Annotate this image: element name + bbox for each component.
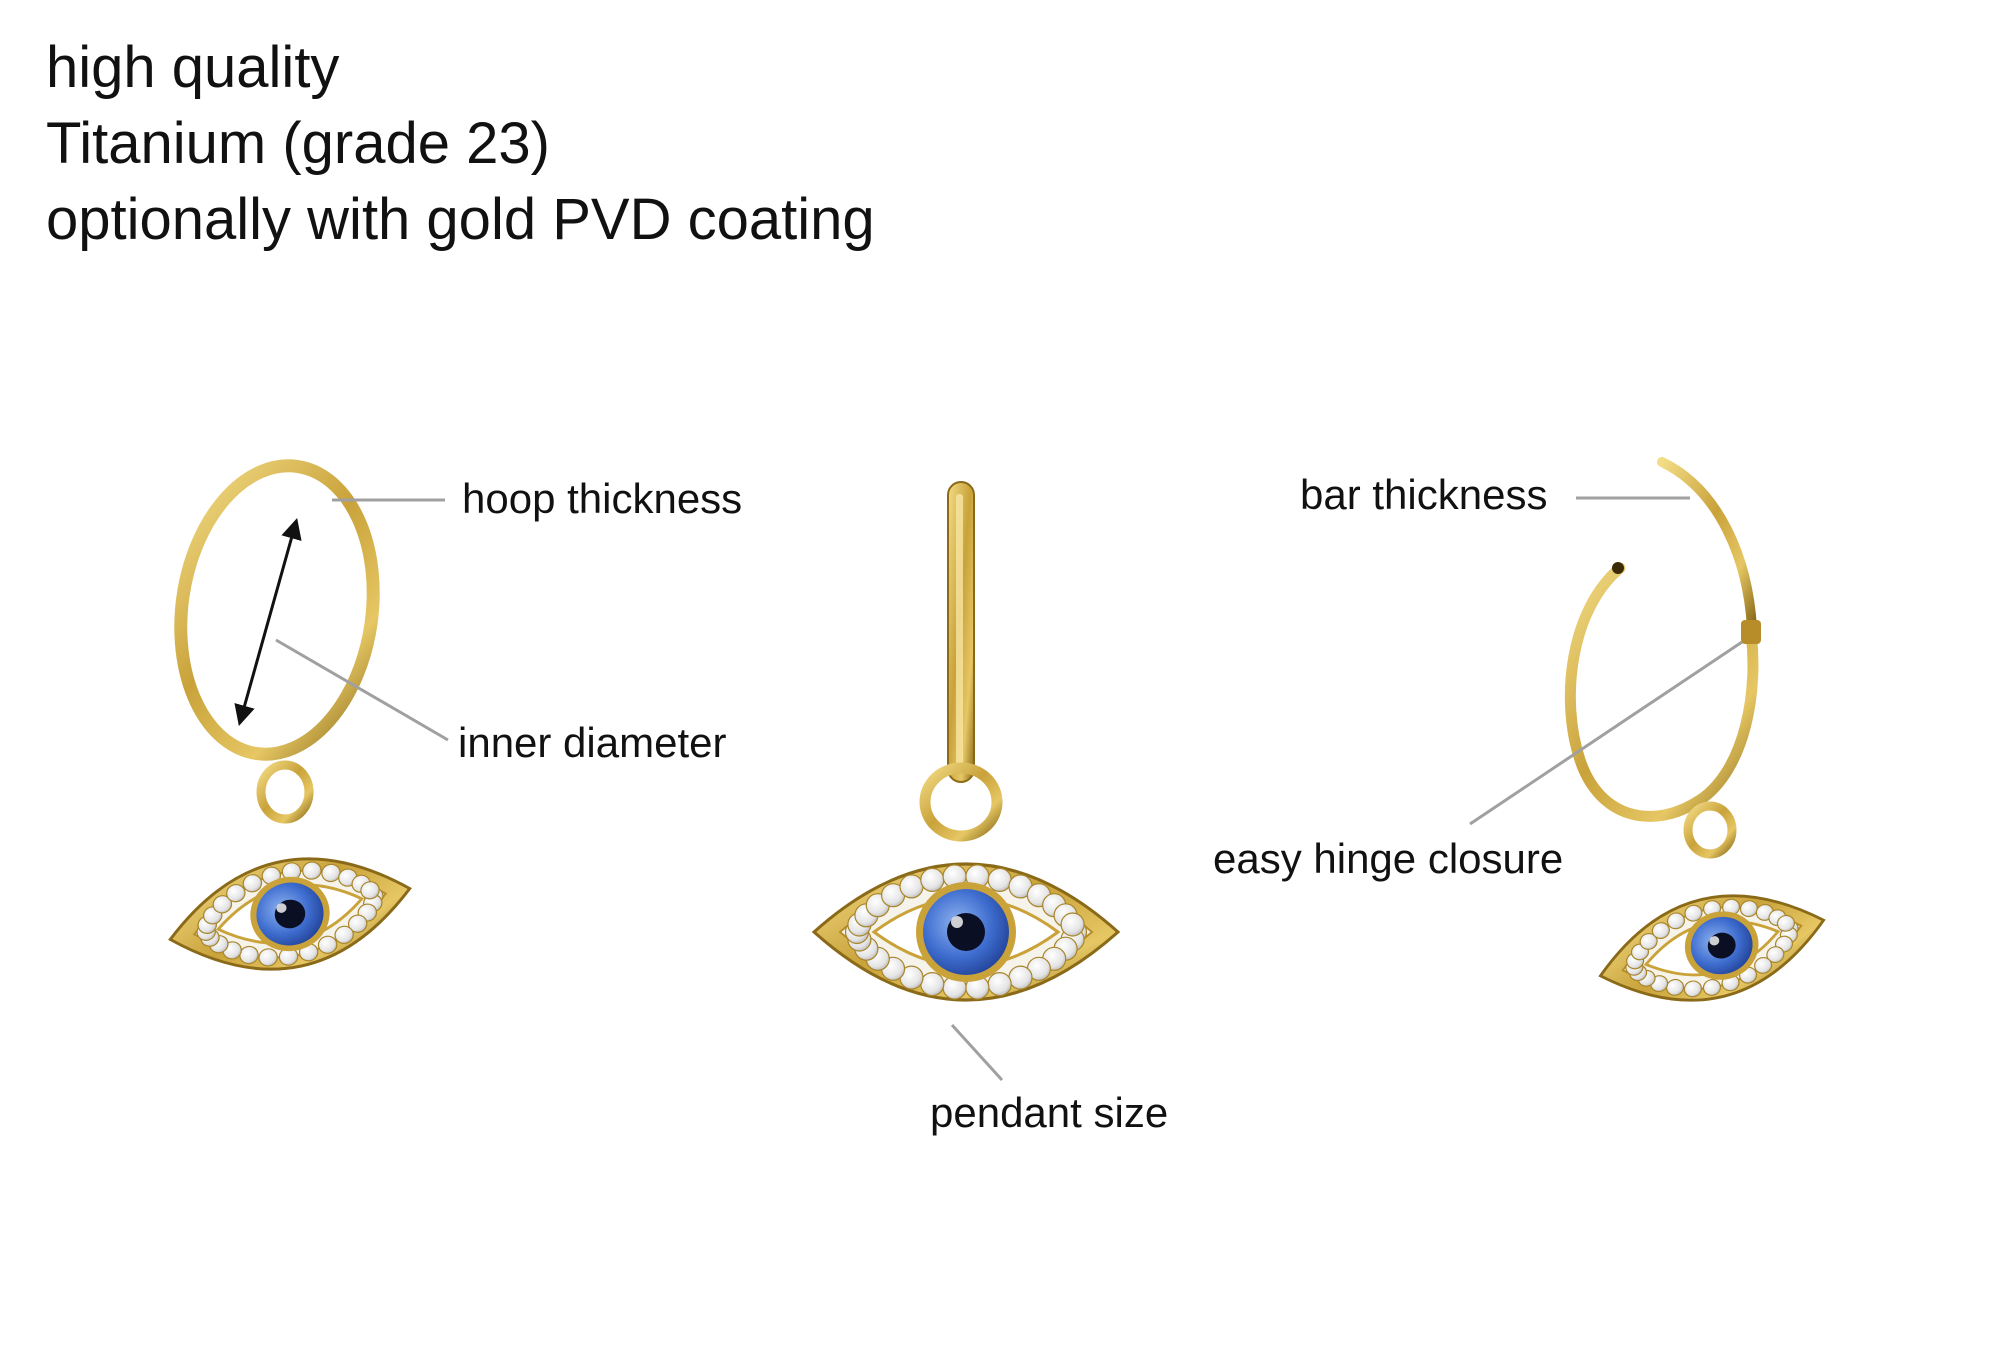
- crystal-stone: [920, 867, 945, 893]
- crystal-stone: [1683, 980, 1702, 998]
- leader-pendant-size: [950, 1023, 1004, 1082]
- left-eye-pendant: [168, 857, 412, 971]
- crystal-stone: [302, 861, 322, 880]
- leader-inner-diameter: [275, 638, 449, 742]
- left-hoop: [174, 459, 380, 761]
- heading-block: high quality Titanium (grade 23) optiona…: [46, 30, 875, 258]
- left-earring: [168, 459, 412, 971]
- crystal-stone: [1739, 900, 1759, 918]
- label-easy-hinge-closure: easy hinge closure: [1213, 835, 1564, 882]
- crystal-stone: [1666, 912, 1686, 930]
- crystal-stone: [317, 935, 338, 954]
- crystal-stone: [212, 895, 233, 914]
- crystal-stone: [321, 863, 341, 883]
- label-bar-thickness: bar thickness: [1300, 471, 1548, 518]
- crystal-stone: [920, 971, 945, 997]
- left-jump-ring: [256, 760, 314, 824]
- right-earring: [1564, 457, 1826, 1002]
- right-eye-pendant: [1598, 894, 1826, 1002]
- crystal-stone: [226, 884, 246, 903]
- label-hoop-thickness: hoop thickness: [462, 475, 743, 522]
- crystal-stone: [1060, 912, 1085, 937]
- heading-line-material: Titanium (grade 23): [46, 111, 550, 176]
- crystal-stone: [334, 925, 354, 944]
- crystal-stone: [1684, 904, 1703, 922]
- crystal-stone: [987, 971, 1012, 997]
- leader-lines: [275, 496, 1743, 1082]
- crystal-stone: [987, 867, 1012, 893]
- leader-easy-hinge: [1469, 640, 1743, 826]
- heading-line-coating: optionally with gold PVD coating: [46, 187, 875, 252]
- middle-eye-pendant: [811, 862, 1121, 1002]
- crystal-stone: [242, 874, 263, 893]
- crystal-stone: [347, 914, 368, 933]
- right-jump-ring: [1683, 801, 1737, 859]
- middle-jump-ring: [919, 762, 1003, 842]
- crystal-stone: [239, 945, 259, 965]
- crystal-stone: [1665, 978, 1685, 996]
- label-inner-diameter: inner diameter: [458, 719, 727, 766]
- crystal-stone: [899, 874, 924, 899]
- label-pendant-size: pendant size: [930, 1089, 1169, 1136]
- crystal-stone: [1639, 933, 1658, 950]
- crystal-stone: [1702, 979, 1722, 996]
- crystal-stone: [360, 881, 380, 900]
- crystal-stone: [1651, 922, 1670, 940]
- right-hinge-bar: [1657, 457, 1757, 633]
- heading-line-quality: high quality: [46, 35, 340, 100]
- inner-diameter-arrow: [234, 517, 302, 727]
- crystal-stone: [1008, 965, 1033, 990]
- crystal-stone: [1776, 914, 1795, 932]
- right-hoop: [1564, 562, 1759, 822]
- crystal-stone: [1766, 946, 1785, 963]
- crystal-stone: [258, 948, 278, 967]
- crystal-stone: [1754, 956, 1773, 974]
- middle-earring: [811, 481, 1121, 1002]
